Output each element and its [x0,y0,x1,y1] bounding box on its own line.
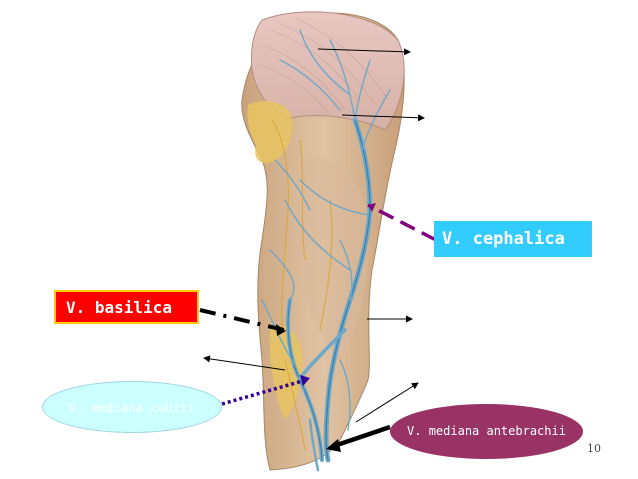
pointer-cephalica [367,203,437,242]
label-arrows [203,48,425,423]
arrow-elbow [355,382,419,423]
arrow-deltoid-upper [317,48,411,56]
label-v-cephalica: V. cephalica [434,221,592,257]
label-v-mediana-antebrachii: V. mediana antebrachii [390,404,583,459]
arm-shape [241,11,405,471]
page-number: 10 [587,442,601,455]
label-v-basilica: V. basilica [54,290,199,324]
arrow-deltoid-lower [341,114,425,122]
arrow-medial [203,355,286,371]
label-pointers [199,203,437,452]
pointer-mediana-antebrachii [333,424,391,449]
pointer-mediana-cubiti [221,378,307,406]
pointer-basilica [199,308,285,332]
vein-network [261,29,391,472]
label-v-mediana-cubiti: V. mediana cubiti [42,381,222,433]
